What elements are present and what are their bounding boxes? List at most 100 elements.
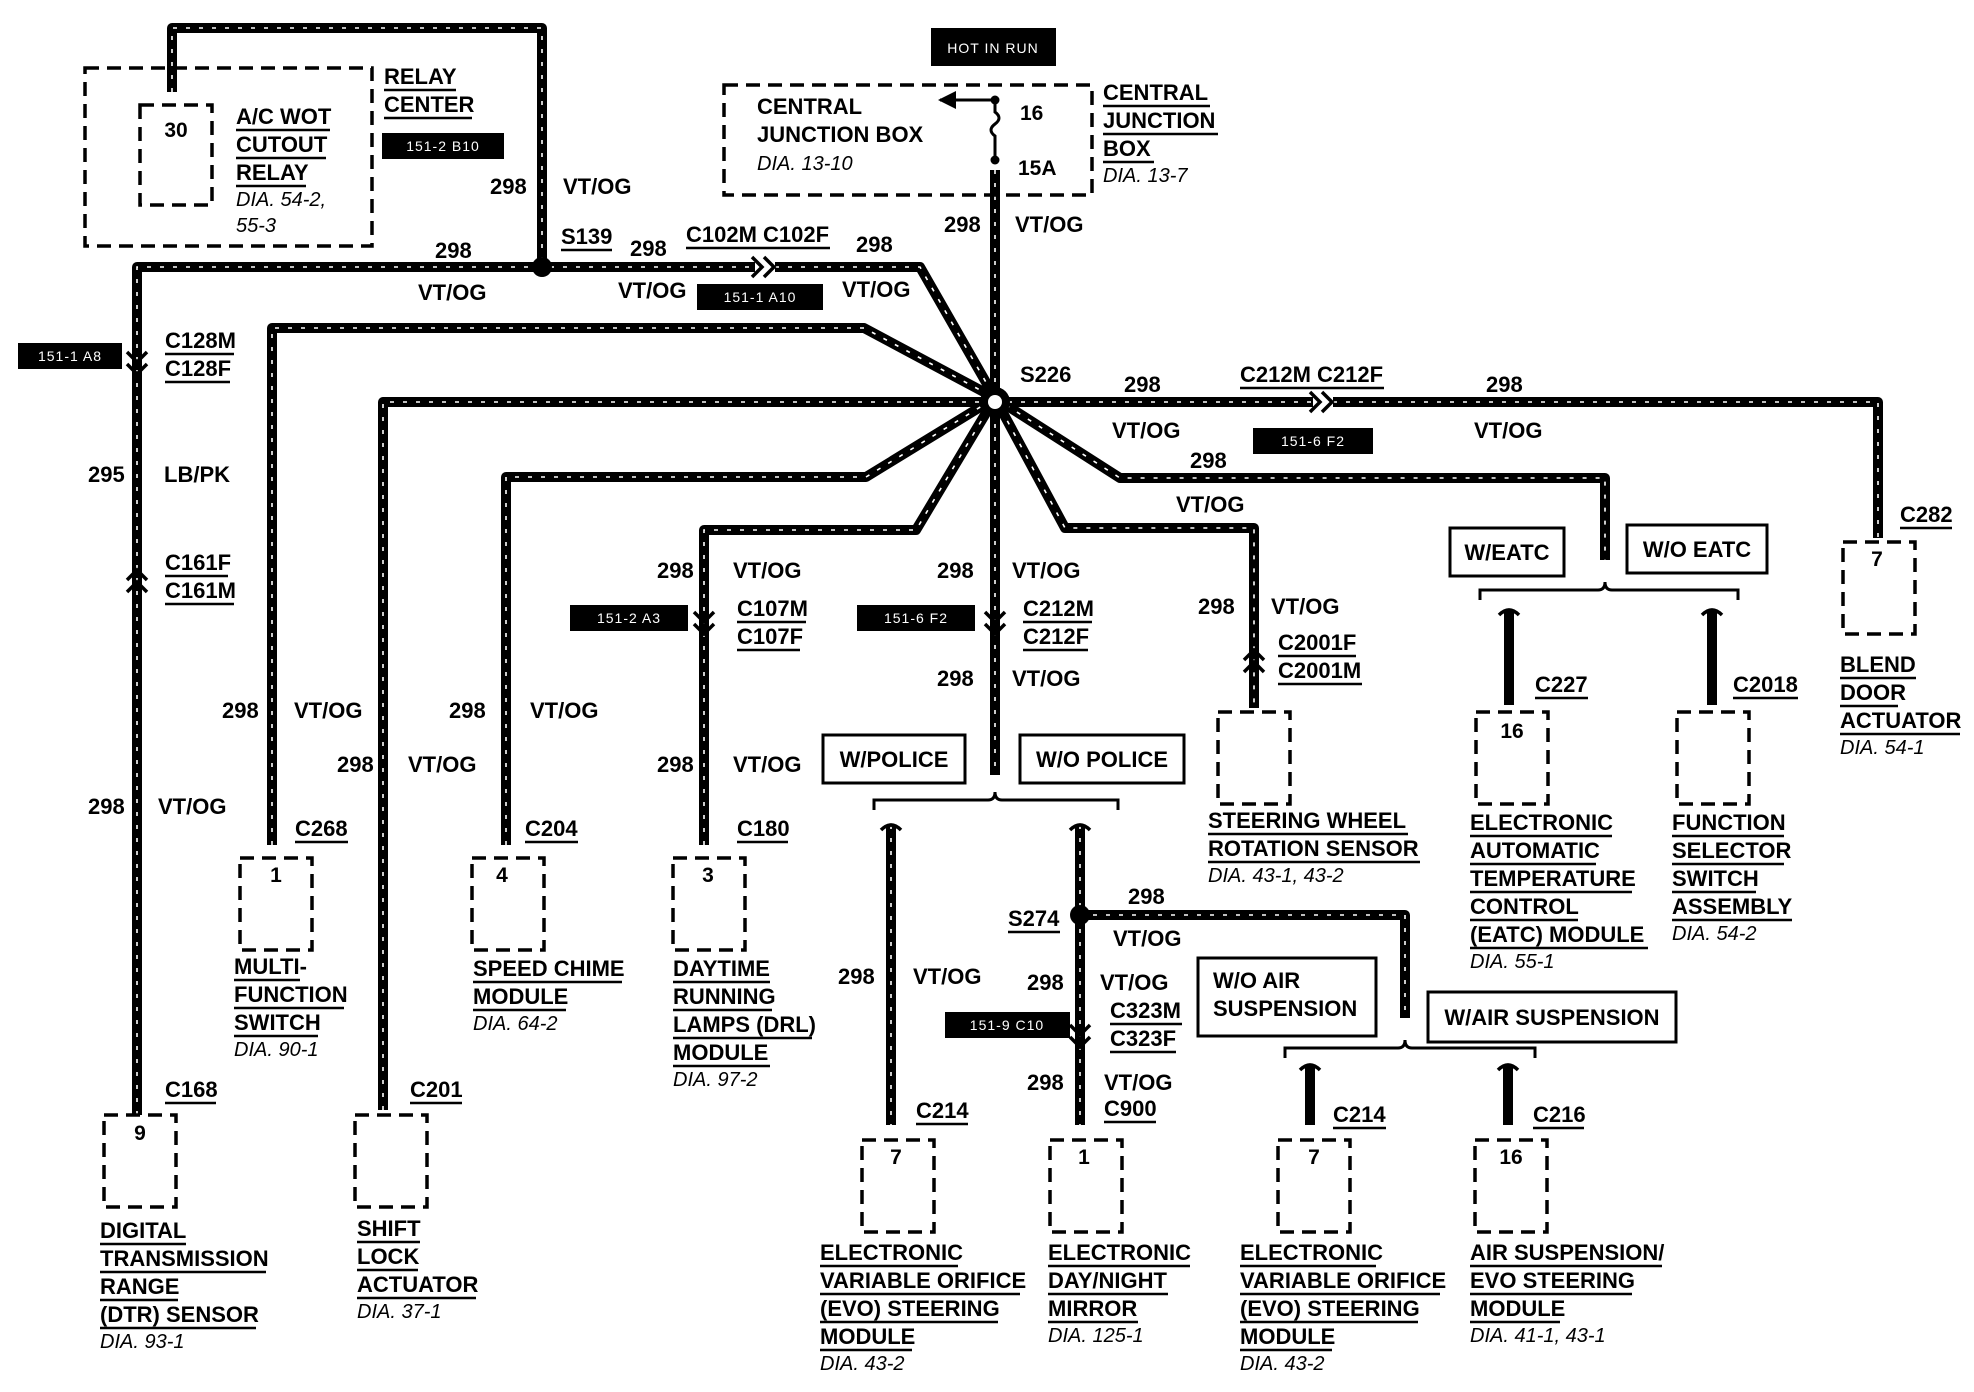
cjb-right-l2: JUNCTION [1103,108,1215,133]
black-tags: HOT IN RUN 151-2 B10 151-1 A10 151-1 A8 … [18,28,1373,1038]
mirror-box [1048,1138,1124,1234]
evo1-dia: DIA. 43-2 [820,1353,904,1375]
opt-w-air-box [1426,990,1678,1044]
s226-wire-color: VT/OG [1112,418,1180,443]
ref-a8-text: 151-1 A8 [38,348,102,364]
top-labels: RELAY CENTER 30 A/C WOT CUTOUT RELAY DIA… [164,64,1542,517]
opt-w-police-box [821,733,967,785]
c323m-label: C323M [1110,998,1181,1023]
dtr-wire-num-1: 295 [88,462,125,487]
splice-s274 [1070,905,1090,925]
c128f-label: C128F [165,356,231,381]
evo1-l1: ELECTRONIC [820,1240,963,1265]
eatc-box [1474,710,1550,806]
bus-wire-num-1: 298 [435,238,472,263]
c323-chevron [1068,1023,1092,1050]
swrs-l2: ROTATION SENSOR [1208,836,1419,861]
c900-cap [1068,823,1092,832]
eatc-l3: TEMPERATURE [1470,866,1636,891]
fss-l1: FUNCTION [1672,810,1786,835]
evo2-l4: MODULE [1240,1324,1335,1349]
drl-box [671,856,747,952]
c214a-label: C214 [916,1098,969,1123]
dtr-wire-num-2: 298 [88,794,125,819]
c282-label: C282 [1900,502,1953,527]
blend-l2: DOOR [1840,680,1906,705]
cjb-box [722,83,1094,197]
mfs-pin: 1 [270,864,282,887]
swrs-wire-color: VT/OG [1271,594,1339,619]
c900-label: C900 [1104,1096,1157,1121]
shift-wire-color: VT/OG [408,752,476,777]
chime-pin: 4 [496,864,508,887]
eatc-l1: ELECTRONIC [1470,810,1613,835]
wire-trace-9 [1080,914,1406,1018]
center-labels: 298 VT/OG C212M C212F 298 VT/OG 298 VT/O… [838,558,1586,1130]
wire-trace-11 [994,397,1606,560]
evo2-pin: 7 [1308,1146,1320,1169]
drl-dia: DIA. 97-2 [673,1069,757,1091]
c214b-label: C214 [1333,1102,1386,1127]
evo2-l1: ELECTRONIC [1240,1240,1383,1265]
tag-f2a [1253,428,1373,454]
relay-wire-num: 298 [490,174,527,199]
relay-ref-text: 151-2 B10 [406,138,480,154]
opt-w-eatc: W/EATC [1464,540,1549,565]
shift-l1: SHIFT [357,1216,421,1241]
splice-s226-inner [988,395,1002,409]
mfs-l3: SWITCH [234,1010,321,1035]
left-labels: C128M C128F 295 LB/PK C161F C161M 298 VT… [88,328,808,1105]
mirror-dia: DIA. 125-1 [1048,1325,1144,1347]
wire-trace-10 [994,397,1255,708]
c227-cap [1497,608,1521,617]
bracket-eatc [1478,581,1740,600]
chime-box [470,856,546,952]
blend-l1: BLEND [1840,652,1916,677]
relay-dia-l1: DIA. 54-2, [236,189,326,211]
shift-l3: ACTUATOR [357,1272,479,1297]
swrs-wire-num: 298 [1198,594,1235,619]
cjb-left-dia: DIA. 13-10 [757,153,853,175]
hot-wire-color: VT/OG [1015,212,1083,237]
relay-wire-color: VT/OG [563,174,631,199]
shift-l2: LOCK [357,1244,419,1269]
dtr-l1: DIGITAL [100,1218,186,1243]
eatc-wire-color: VT/OG [1176,492,1244,517]
blend-dia: DIA. 54-1 [1840,737,1924,759]
air-box [1473,1138,1549,1234]
c212-top-chevron [1308,390,1335,414]
relay-pin-box [138,103,214,207]
shift-box [353,1113,429,1209]
evo1-wire-color: VT/OG [913,964,981,989]
opt-wo-eatc: W/O EATC [1643,537,1751,562]
c107f-label: C107F [737,624,803,649]
ref-a10-text: 151-1 A10 [724,289,797,305]
evo1-l2: VARIABLE ORIFICE [820,1268,1026,1293]
relay-center-box [83,66,374,248]
blend-pin: 7 [1871,548,1883,571]
eatc-wire-num: 298 [1190,448,1227,473]
dtr-box [102,1113,178,1209]
relay-pin: 30 [164,119,187,142]
c204-label: C204 [525,816,578,841]
evo2-dia: DIA. 43-2 [1240,1353,1324,1375]
air-l3: MODULE [1470,1296,1565,1321]
c268-label: C268 [295,816,348,841]
evo2-l3: (EVO) STEERING [1240,1296,1420,1321]
bracket-police [872,791,1120,810]
tag-hot-in-run [931,28,1056,66]
cjb-right-dia: DIA. 13-7 [1103,165,1188,187]
mirror-l2: DAY/NIGHT [1048,1268,1168,1293]
wires [132,23,1883,1125]
mfs-l1: MULTI- [234,954,307,979]
evo1-wire-num: 298 [838,964,875,989]
hot-in-run-text: HOT IN RUN [947,40,1038,56]
drl-l1: DAYTIME [673,956,770,981]
fss-l2: SELECTOR [1672,838,1792,863]
swrs-l1: STEERING WHEEL [1208,808,1406,833]
cjb-right-l1: CENTRAL [1103,80,1208,105]
drl-wire-num-1: 298 [657,558,694,583]
s274-wire-color: VT/OG [1113,926,1181,951]
chime-dia: DIA. 64-2 [473,1013,557,1035]
mfs-wire-num: 298 [222,698,259,723]
